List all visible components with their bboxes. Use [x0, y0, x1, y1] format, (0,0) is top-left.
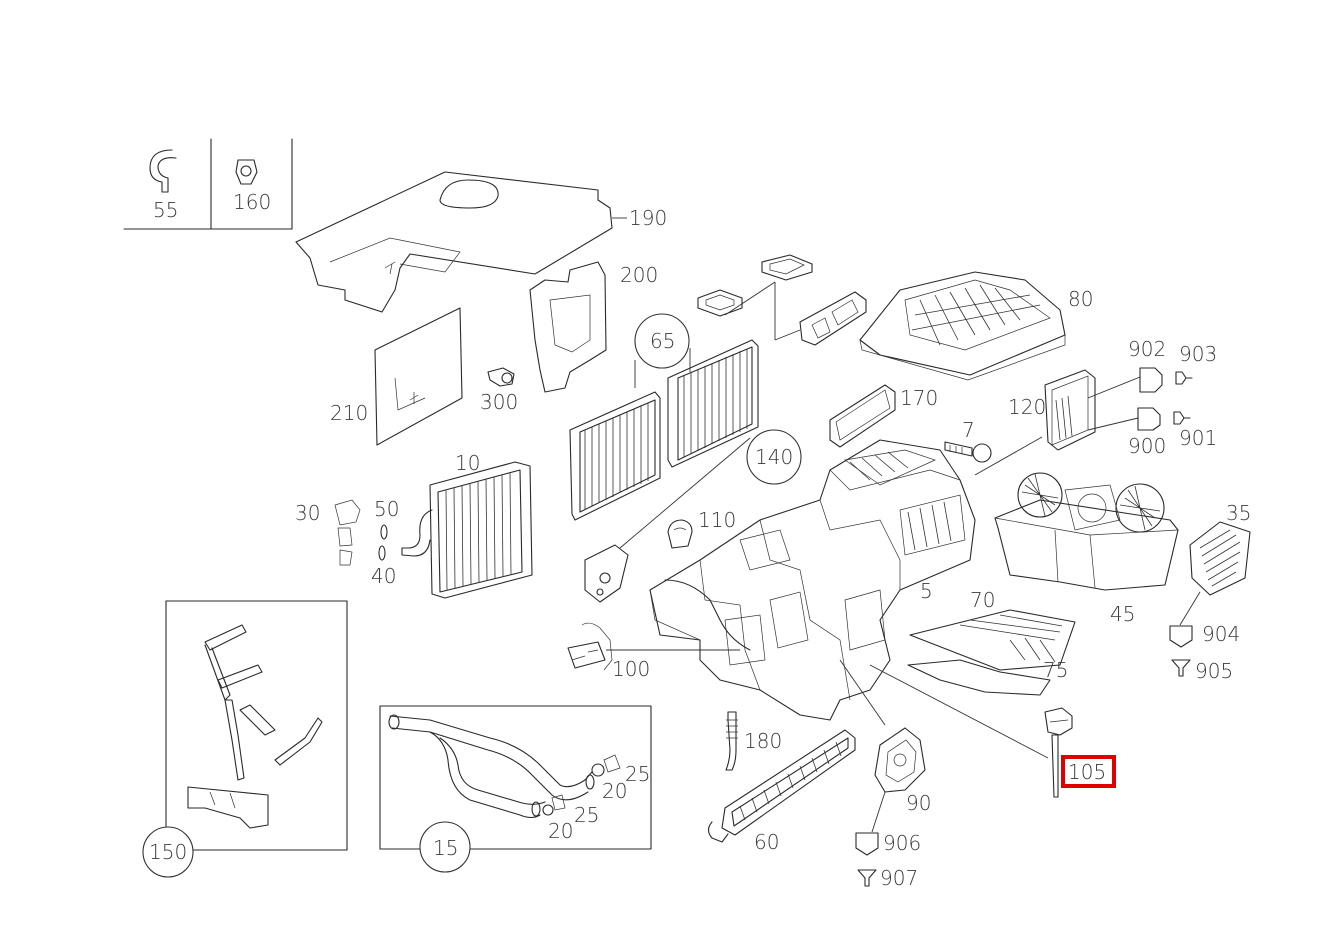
callout-100: 100	[612, 657, 650, 681]
callout-50: 50	[374, 497, 399, 521]
callout-907: 907	[880, 866, 918, 890]
inset-55-160: 55 160	[123, 138, 293, 230]
part-70-75-plates[interactable]: 70 75	[907, 588, 1076, 696]
callout-300: 300	[480, 390, 518, 414]
part-35-regulator[interactable]: 35 904 905	[1169, 501, 1251, 683]
callout-110: 110	[698, 508, 736, 532]
callout-20-lower: 20	[548, 819, 573, 843]
callout-180: 180	[744, 729, 782, 753]
callout-5: 5	[920, 579, 933, 603]
callout-55: 55	[153, 198, 178, 222]
callout-160: 160	[233, 190, 271, 214]
part-65-140-filters[interactable]: 65 140	[569, 313, 802, 549]
grommet-part	[235, 159, 258, 185]
callout-905: 905	[1195, 659, 1233, 683]
callout-30: 30	[295, 501, 320, 525]
callout-900: 900	[1128, 434, 1166, 458]
callout-40: 40	[371, 564, 396, 588]
part-120-control-unit[interactable]: 120 902 903 900 901	[1008, 337, 1217, 458]
part-30-50-40-small-parts[interactable]: 30 50 40	[295, 497, 399, 588]
filter-seals[interactable]	[697, 254, 867, 346]
callout-65: 65	[650, 329, 675, 353]
callout-140: 140	[755, 445, 793, 469]
part-105-temperature-sensor[interactable]: 105	[869, 664, 1116, 798]
callout-7: 7	[962, 418, 975, 442]
callout-906: 906	[883, 831, 921, 855]
callout-15: 15	[433, 836, 458, 860]
part-180-hose[interactable]: 180	[725, 711, 782, 771]
callout-210: 210	[330, 401, 368, 425]
callout-904: 904	[1202, 622, 1240, 646]
callout-90: 90	[906, 791, 931, 815]
callout-120: 120	[1008, 395, 1046, 419]
callout-902: 902	[1128, 337, 1166, 361]
part-7-screw[interactable]: 7	[944, 418, 992, 463]
inset-150: 150	[142, 600, 348, 878]
callout-200: 200	[620, 263, 658, 287]
highlight-box	[1061, 755, 1116, 788]
part-210-panel[interactable]: 210	[330, 307, 463, 446]
callout-25-upper: 25	[625, 762, 650, 786]
callout-170: 170	[900, 386, 938, 410]
callout-901: 901	[1179, 426, 1217, 450]
callout-45: 45	[1110, 602, 1135, 626]
inset-15: 15 25 20 25 20	[379, 705, 652, 873]
part-200-gasket[interactable]: 200	[529, 261, 658, 393]
callout-60: 60	[754, 830, 779, 854]
part-90-actuator[interactable]: 90 906 907	[839, 659, 931, 890]
clip-part	[149, 149, 177, 193]
callout-190: 190	[629, 206, 667, 230]
callout-20-upper: 20	[602, 779, 627, 803]
callout-75: 75	[1043, 658, 1068, 682]
part-80-upper-housing[interactable]: 80	[859, 271, 1093, 381]
part-170-seal[interactable]: 170	[829, 384, 938, 448]
part-10-evaporator[interactable]: 10	[401, 451, 533, 599]
callout-10: 10	[455, 451, 480, 475]
part-100-connector[interactable]: 100	[567, 622, 740, 681]
part-5-hvac-housing[interactable]: 5	[649, 439, 976, 721]
callout-70: 70	[970, 588, 995, 612]
callout-105: 105	[1068, 760, 1106, 784]
part-45-blower[interactable]: 45	[994, 472, 1179, 626]
callout-25-lower: 25	[574, 803, 599, 827]
callout-80: 80	[1068, 287, 1093, 311]
part-110-flap[interactable]: 110	[584, 508, 736, 603]
part-60-heater-core[interactable]: 60	[707, 729, 856, 854]
part-150-linkage[interactable]	[187, 624, 323, 829]
callout-35: 35	[1226, 501, 1251, 525]
part-15-coolant-pipes[interactable]	[388, 714, 621, 819]
part-300-bolt[interactable]: 300	[480, 367, 518, 414]
part-190-insulation-mat[interactable]: 190	[295, 171, 667, 313]
callout-150: 150	[149, 840, 187, 864]
callout-903: 903	[1179, 342, 1217, 366]
